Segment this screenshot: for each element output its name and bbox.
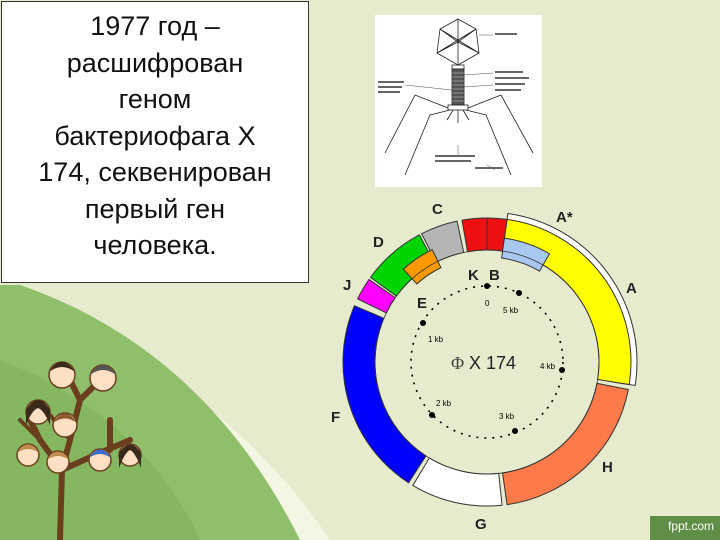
gene-label-d: D	[373, 234, 384, 251]
genome-ring-inner-outline	[374, 249, 600, 475]
scale-label-5kb: 5 kb	[503, 306, 519, 315]
gene-segment-k	[461, 217, 488, 253]
slide-text-box: 1977 год – расшифрован геном бактериофаг…	[1, 1, 309, 283]
gene-label-c: C	[432, 201, 443, 218]
bacteriophage-illustration	[375, 15, 542, 187]
gene-label-a-star: A*	[556, 209, 573, 226]
kb-tick-2	[429, 412, 435, 418]
scale-label-1kb: 1 kb	[428, 335, 444, 344]
gene-label-h: H	[602, 459, 613, 476]
genome-ring	[342, 212, 638, 507]
gene-label-e: E	[417, 295, 427, 312]
gene-label-b: B	[489, 267, 500, 284]
text-line-1: 1977 год –	[90, 11, 220, 41]
genome-title-symbol: Φ	[451, 353, 464, 373]
gene-segment-h	[502, 382, 629, 506]
text-line-6: первый ген	[84, 193, 226, 224]
kb-tick-3	[512, 428, 518, 434]
scale-label-2kb: 2 kb	[436, 399, 452, 408]
gene-label-k: K	[468, 267, 479, 284]
genome-title: X 174	[469, 353, 516, 373]
bacteriophage-drawing	[378, 18, 534, 176]
gene-segment-g	[412, 457, 503, 507]
gene-label-a: A	[626, 280, 637, 297]
text-line-3: геном	[118, 84, 192, 114]
kb-scale-circle	[410, 283, 565, 439]
text-line-5: 174, секвенирован	[38, 157, 272, 187]
scale-label-0: 0	[485, 299, 490, 308]
gene-segment-b	[501, 237, 551, 272]
kb-tick-4	[559, 367, 565, 373]
scale-label-4kb: 4 kb	[540, 362, 556, 371]
family-tree-illustration	[16, 361, 142, 540]
kb-tick-5	[516, 290, 522, 296]
gene-label-g: G	[475, 516, 487, 533]
text-line-7: человека.	[93, 230, 217, 260]
footer-brand: fppt.com	[668, 519, 715, 533]
gene-segment-e	[402, 248, 442, 285]
scale-label-3kb: 3 kb	[499, 412, 515, 421]
text-line-2: расшифрован	[66, 47, 244, 78]
text-line-4: бактериофага Х	[54, 120, 256, 151]
kb-tick-0	[484, 283, 490, 289]
gene-segment-f	[342, 305, 427, 484]
gene-label-j: J	[343, 277, 351, 294]
kb-tick-1	[420, 320, 426, 326]
gene-label-f: F	[331, 409, 340, 426]
footer-strip	[650, 516, 720, 540]
